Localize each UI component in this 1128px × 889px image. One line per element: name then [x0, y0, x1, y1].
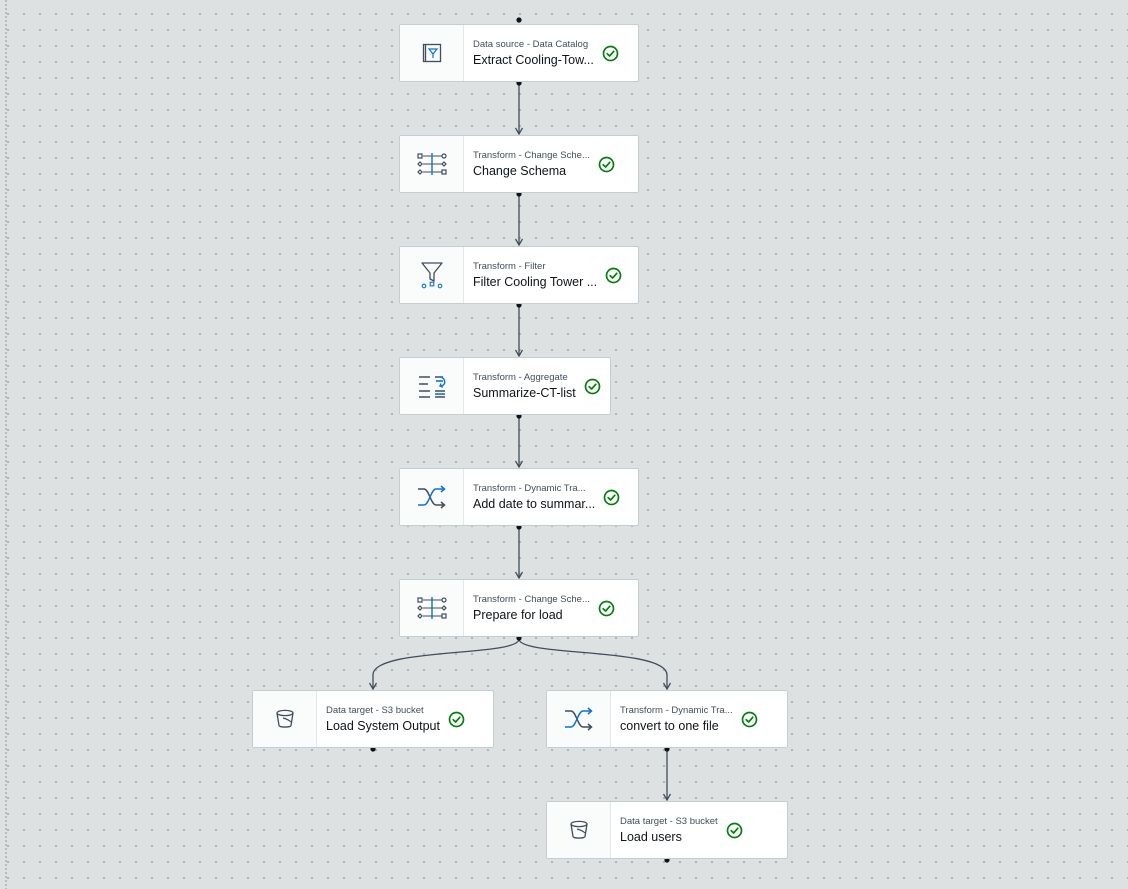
filter-icon	[400, 247, 464, 303]
node-type-label: Data source - Data Catalog	[473, 39, 589, 50]
s3-bucket-icon	[547, 802, 611, 858]
node-type-label: Transform - Aggregate	[473, 372, 568, 383]
node-extract-cooling-tower[interactable]: Data source - Data Catalog Extract Cooli…	[399, 24, 639, 82]
edge-n6-to-n8[interactable]	[518, 638, 667, 689]
node-summarize-ct-list[interactable]: Transform - Aggregate Summarize-CT-list	[399, 357, 611, 415]
success-check-icon	[598, 156, 615, 173]
node-type-label: Transform - Dynamic Tra...	[620, 705, 733, 716]
node-filter-cooling-tower[interactable]: Transform - Filter Filter Cooling Tower …	[399, 246, 639, 304]
node-type-label: Transform - Dynamic Tra...	[473, 483, 586, 494]
success-check-icon	[584, 378, 601, 395]
node-name: Summarize-CT-list	[473, 386, 576, 400]
node-name: convert to one file	[620, 719, 719, 733]
node-name: Add date to summar...	[473, 497, 596, 511]
node-type-label: Transform - Filter	[473, 261, 546, 272]
node-load-users[interactable]: Data target - S3 bucket Load users	[546, 801, 788, 859]
node-name: Change Schema	[473, 164, 567, 178]
node-input-port[interactable]	[516, 17, 522, 23]
node-type-label: Transform - Change Sche...	[473, 150, 590, 161]
dynamic-transform-icon	[400, 469, 464, 525]
change-schema-icon	[400, 580, 464, 636]
node-change-schema[interactable]: Transform - Change Sche... Change Schema	[399, 135, 639, 193]
node-load-system-output[interactable]: Data target - S3 bucket Load System Outp…	[252, 690, 494, 748]
success-check-icon	[602, 45, 619, 62]
node-type-label: Data target - S3 bucket	[620, 816, 718, 827]
dynamic-transform-icon	[547, 691, 611, 747]
node-name: Load users	[620, 830, 682, 844]
aggregate-icon	[400, 358, 464, 414]
data-catalog-icon	[400, 25, 464, 81]
change-schema-icon	[400, 136, 464, 192]
success-check-icon	[448, 711, 465, 728]
edge-n6-to-n7[interactable]	[373, 638, 520, 689]
success-check-icon	[726, 822, 743, 839]
node-type-label: Transform - Change Sche...	[473, 594, 590, 605]
node-name: Load System Output	[326, 719, 440, 733]
node-type-label: Data target - S3 bucket	[326, 705, 424, 716]
node-add-date-to-summary[interactable]: Transform - Dynamic Tra... Add date to s…	[399, 468, 639, 526]
s3-bucket-icon	[253, 691, 317, 747]
node-name: Filter Cooling Tower ...	[473, 275, 598, 289]
node-name: Extract Cooling-Tow...	[473, 53, 594, 67]
success-check-icon	[598, 600, 615, 617]
success-check-icon	[605, 267, 622, 284]
success-check-icon	[741, 711, 758, 728]
node-prepare-for-load[interactable]: Transform - Change Sche... Prepare for l…	[399, 579, 639, 637]
success-check-icon	[603, 489, 620, 506]
node-name: Prepare for load	[473, 608, 563, 622]
canvas-left-border	[5, 0, 7, 889]
node-convert-to-one-file[interactable]: Transform - Dynamic Tra... convert to on…	[546, 690, 788, 748]
